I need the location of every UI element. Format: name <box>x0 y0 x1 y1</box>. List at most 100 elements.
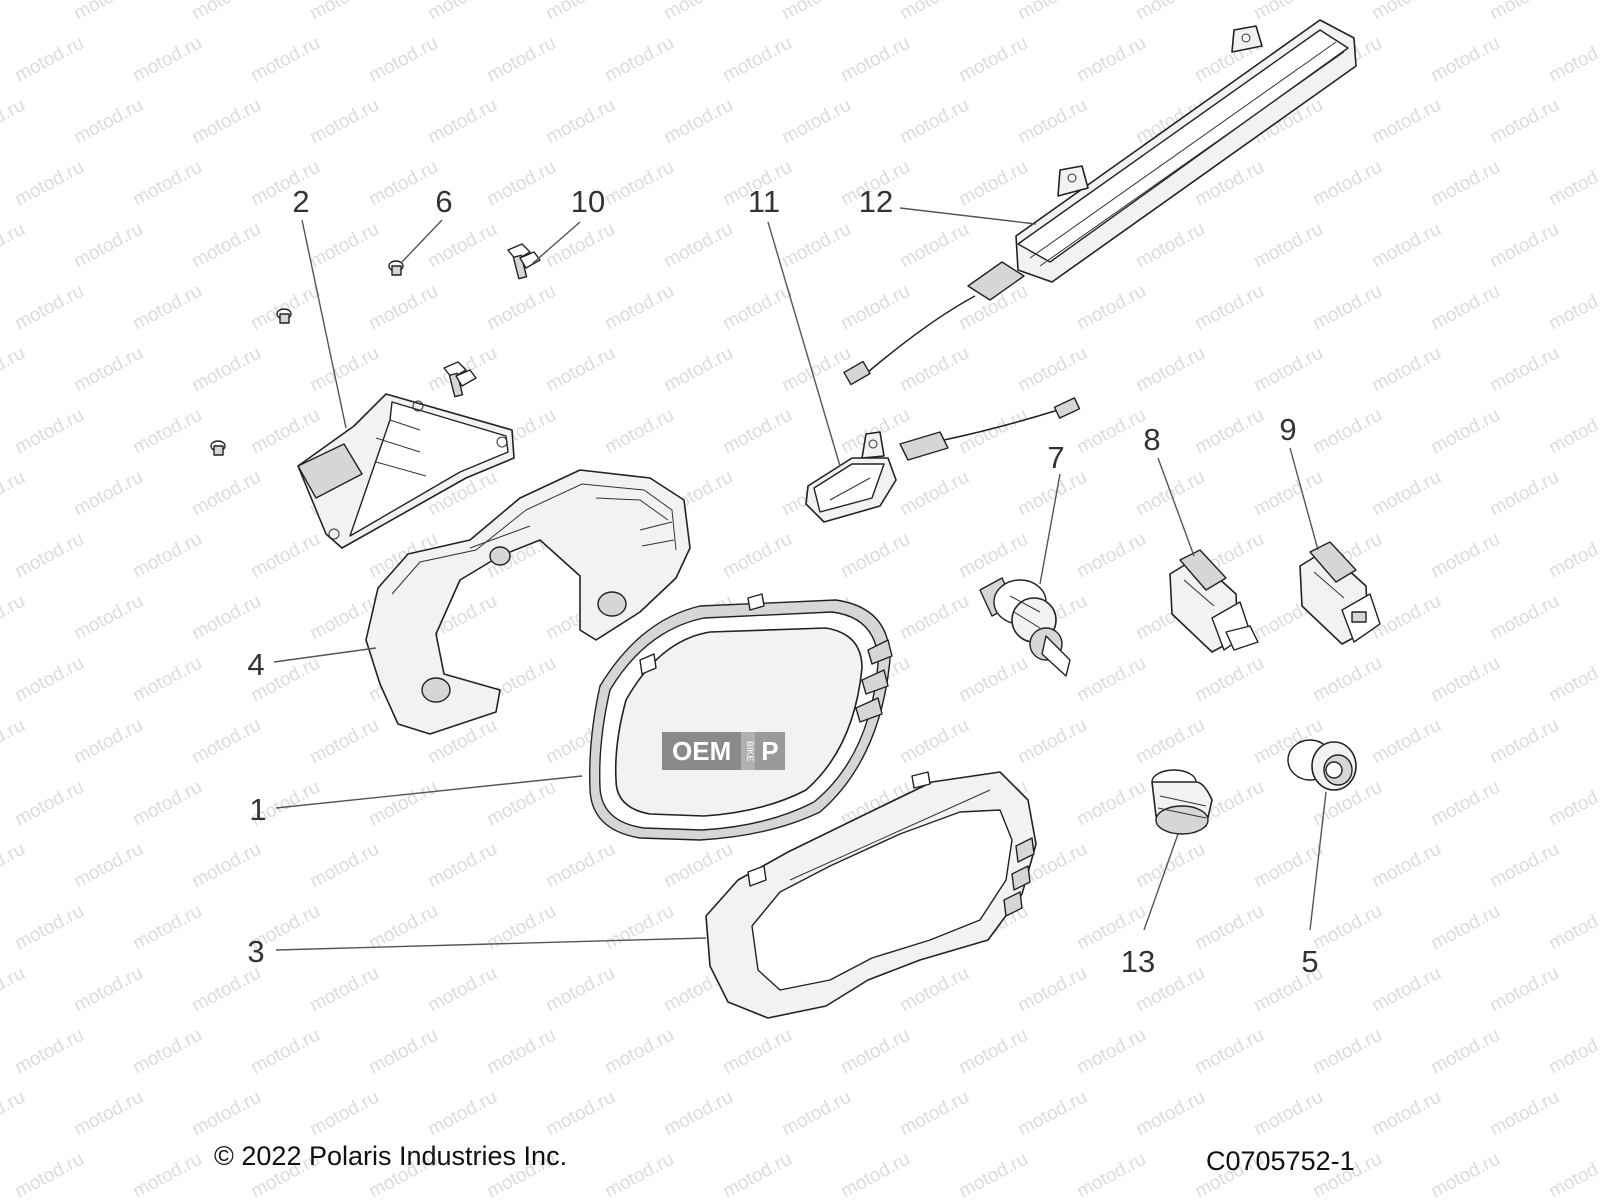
watermark-text: motod.ru <box>1545 33 1600 87</box>
watermark-text: motod.ru <box>0 219 29 273</box>
watermark-text: motod.ru <box>1014 715 1090 769</box>
watermark-text: motod.ru <box>660 95 736 149</box>
watermark-text: motod.ru <box>365 157 441 211</box>
watermark-text: motod.ru <box>896 591 972 645</box>
watermark-text: motod.ru <box>11 901 87 955</box>
watermark-text: motod.ru <box>601 1149 677 1200</box>
watermark-text: motod.ru <box>129 1025 205 1079</box>
watermark-text: motod.ru <box>1073 653 1149 707</box>
callout-labels: 2 6 10 11 12 7 8 9 4 1 3 13 5 <box>247 184 1318 979</box>
watermark-text: motod.ru <box>306 95 382 149</box>
watermark-text: motod.ru <box>1427 529 1503 583</box>
watermark-text: motod.ru <box>70 0 146 24</box>
watermark-text: motod.ru <box>247 1025 323 1079</box>
watermark-text: motod.ru <box>542 0 618 24</box>
part-5-usb-charger <box>1287 739 1357 791</box>
watermark-text: motod.ru <box>11 281 87 335</box>
watermark-text: motod.ru <box>1545 901 1600 955</box>
watermark-text: motod.ru <box>1486 343 1562 397</box>
watermark-text: motod.ru <box>1427 405 1503 459</box>
watermark-text: motod.ru <box>129 157 205 211</box>
watermark-text: motod.ru <box>955 529 1031 583</box>
watermark-text: motod.ru <box>70 839 146 893</box>
watermark-text: motod.ru <box>1486 591 1562 645</box>
watermark-text: motod.ru <box>601 281 677 335</box>
watermark-text: motod.ru <box>1250 467 1326 521</box>
watermark-text: motod.ru <box>1073 405 1149 459</box>
leader-lines <box>273 207 1327 951</box>
watermark-text: motod.ru <box>955 653 1031 707</box>
watermark-text: motod.ru <box>837 281 913 335</box>
watermark-text: motod.ru <box>896 715 972 769</box>
watermark-text: motod.ru <box>365 281 441 335</box>
watermark-text: motod.ru <box>1486 467 1562 521</box>
watermark-text: motod.ru <box>1073 1149 1149 1200</box>
watermark-text: motod.ru <box>0 343 29 397</box>
callout-12: 12 <box>859 184 893 219</box>
watermark-text: motod.ru <box>778 0 854 24</box>
watermark-text: motod.ru <box>837 1149 913 1200</box>
watermark-text: motod.ru <box>542 343 618 397</box>
watermark-text: motod.ru <box>0 591 29 645</box>
callout-10: 10 <box>571 184 605 219</box>
callout-2: 2 <box>292 184 309 219</box>
watermark-text: motod.ru <box>11 33 87 87</box>
watermark-text: motod.ru <box>1014 343 1090 397</box>
watermark-text: motod.ru <box>778 219 854 273</box>
watermark-text: motod.ru <box>1427 157 1503 211</box>
watermark-text: motod.ru <box>129 405 205 459</box>
diagram-code: C0705752-1 <box>1206 1146 1355 1176</box>
watermark-text: motod.ru <box>247 405 323 459</box>
watermark-text: motod.ru <box>0 467 29 521</box>
watermark-text: motod.ru <box>188 0 264 24</box>
copyright-notice: © 2022 Polaris Industries Inc. <box>214 1141 568 1171</box>
callout-9: 9 <box>1279 412 1296 447</box>
watermark-text: motod.ru <box>1191 281 1267 335</box>
watermark-text: motod.ru <box>1014 95 1090 149</box>
part-2-mount-bracket <box>297 393 515 549</box>
watermark-text: motod.ru <box>1309 1025 1385 1079</box>
watermark-text: motod.ru <box>0 839 29 893</box>
watermark-text: motod.ru <box>306 343 382 397</box>
watermark-text: motod.ru <box>1073 33 1149 87</box>
watermark-text: motod.ru <box>188 963 264 1017</box>
oem-stamp-main: OEM <box>662 732 742 770</box>
watermark-text: motod.ru <box>837 529 913 583</box>
watermark-text: motod.ru <box>1427 33 1503 87</box>
callout-11: 11 <box>748 184 780 219</box>
watermark-text: motod.ru <box>601 33 677 87</box>
watermark-text: motod.ru <box>306 963 382 1017</box>
watermark-text: motod.ru <box>1132 839 1208 893</box>
watermark-text: motod.ru <box>1250 1087 1326 1141</box>
watermark-text: motod.ru <box>1073 529 1149 583</box>
watermark-text: motod.ru <box>1486 0 1562 24</box>
watermark-text: motod.ru <box>1545 405 1600 459</box>
watermark-text: motod.ru <box>129 901 205 955</box>
part-8-rocker-switch <box>1169 549 1259 653</box>
fasteners-grommets <box>210 260 404 456</box>
watermark-text: motod.ru <box>1486 1087 1562 1141</box>
watermark-text: motod.ru <box>365 777 441 831</box>
watermark-text: motod.ru <box>306 839 382 893</box>
watermark-text: motod.ru <box>129 777 205 831</box>
watermark-text: motod.ru <box>896 219 972 273</box>
watermark-text: motod.ru <box>70 591 146 645</box>
watermark-text: motod.ru <box>1132 343 1208 397</box>
watermark-text: motod.ru <box>542 95 618 149</box>
watermark-text: motod.ru <box>542 963 618 1017</box>
watermark-text: motod.ru <box>1486 963 1562 1017</box>
part-7-ignition-switch <box>979 577 1071 677</box>
watermark-text: motod.ru <box>306 219 382 273</box>
watermark-text: motod.ru <box>660 0 736 24</box>
watermark-text: motod.ru <box>188 839 264 893</box>
watermark-text: motod.ru <box>778 95 854 149</box>
watermark-text: motod.ru <box>70 343 146 397</box>
watermark-text: motod.ru <box>1191 901 1267 955</box>
watermark-text: motod.ru <box>70 95 146 149</box>
watermark-text: motod.ru <box>129 653 205 707</box>
watermark-text: motod.ru <box>955 157 1031 211</box>
watermark-text: motod.ru <box>1486 95 1562 149</box>
callout-1: 1 <box>249 792 266 827</box>
watermark-text: motod.ru <box>129 1149 205 1200</box>
watermark-text: motod.ru <box>1545 157 1600 211</box>
